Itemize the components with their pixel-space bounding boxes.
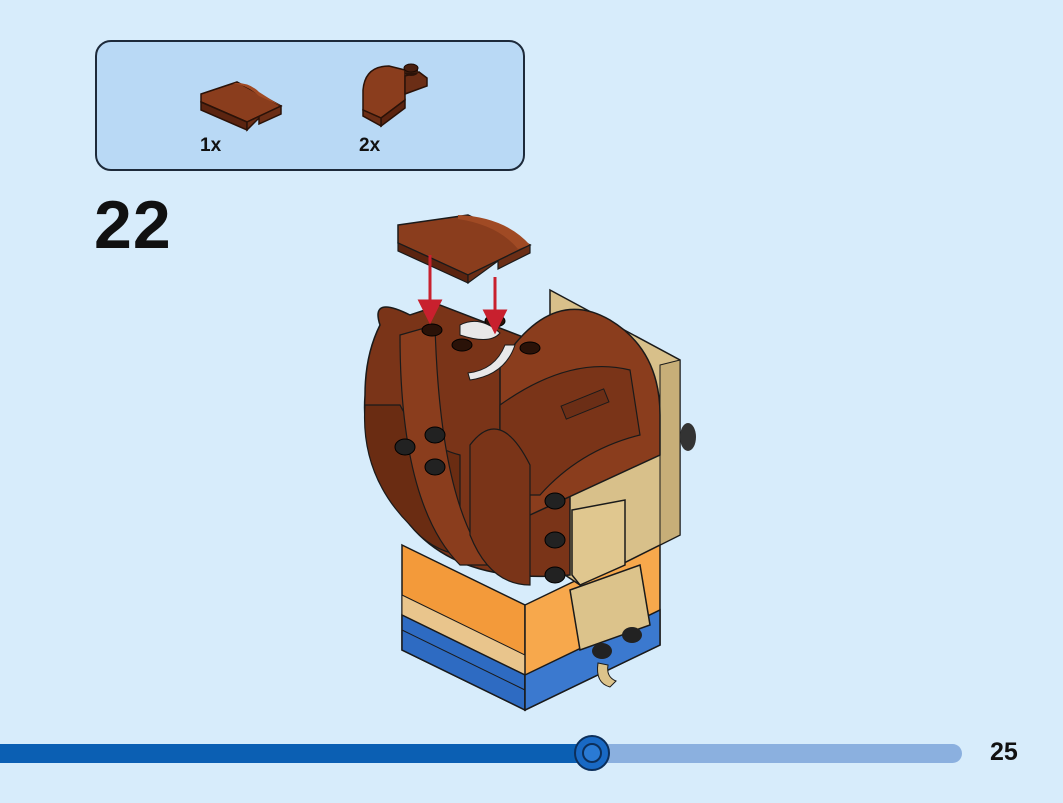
brickheadz-figure-icon	[363, 214, 696, 712]
part-quantity-1: 1x	[200, 135, 222, 156]
progress-knob[interactable]	[574, 735, 610, 771]
bracket-curved-brown-icon	[362, 63, 428, 128]
progress-fill	[0, 744, 592, 763]
curved-slope-brown-icon	[200, 81, 283, 132]
part-quantity-2: 2x	[359, 135, 381, 156]
step-number: 22	[94, 187, 172, 263]
page-number: 25	[990, 738, 1018, 766]
parts-list-box: 1x 2x	[95, 40, 525, 171]
